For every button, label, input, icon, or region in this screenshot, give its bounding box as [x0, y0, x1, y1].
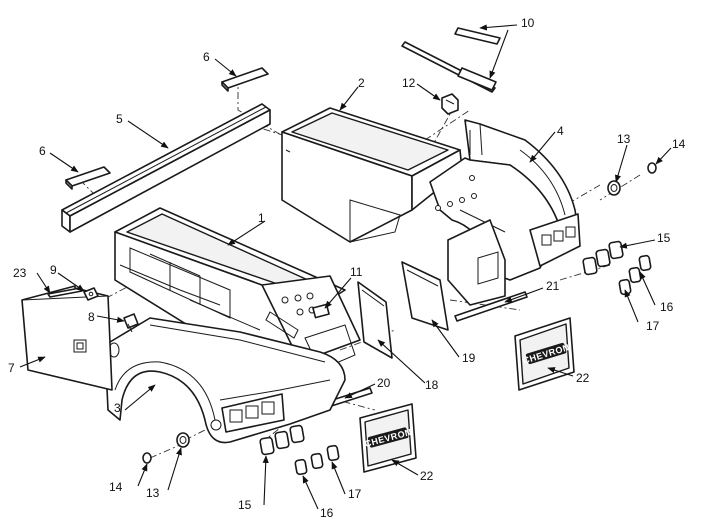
callout-20: 20	[377, 376, 391, 390]
callout-23: 23	[13, 266, 27, 280]
callout-16-left: 16	[320, 506, 334, 520]
callout-6-top: 6	[203, 50, 210, 64]
callout-1: 1	[258, 211, 265, 225]
callout-6-left: 6	[39, 144, 46, 158]
part-14-cap-left	[142, 452, 152, 464]
callout-7: 7	[8, 361, 15, 375]
callout-4: 4	[557, 124, 564, 138]
part-10-bars	[401, 27, 501, 93]
callout-13-left: 13	[146, 486, 160, 500]
callout-5: 5	[116, 112, 123, 126]
part-9-hinge	[83, 287, 99, 301]
callout-14-left: 14	[109, 480, 123, 494]
part-2-storage-box	[281, 107, 463, 243]
callout-22-left: 22	[420, 469, 434, 483]
callout-14-right: 14	[672, 137, 686, 151]
part-5-rail	[61, 103, 271, 233]
part-6-plate-top	[221, 67, 269, 92]
part-19-panel	[401, 261, 449, 331]
part-6-plate-left	[65, 166, 111, 190]
lens-set-left	[259, 424, 340, 476]
callout-9: 9	[50, 263, 57, 277]
callout-labels: 1 2 3 4 5 6 6 7 8 9 10 11 12 13 14 14 13…	[8, 16, 686, 520]
callout-10: 10	[521, 16, 535, 30]
part-4-right-fender	[429, 119, 581, 306]
callout-11: 11	[350, 265, 363, 279]
part-18-panel	[357, 281, 393, 359]
part-14-cap-right	[647, 162, 657, 174]
lens-set-right	[582, 240, 652, 296]
callout-12: 12	[402, 76, 416, 90]
callout-19: 19	[462, 351, 476, 365]
part-12-bracket	[441, 93, 459, 115]
part-22-mudflap-right: CHEVRON	[514, 317, 575, 391]
callout-8: 8	[88, 310, 95, 324]
part-22-mudflap-left: CHEVRON	[359, 403, 417, 473]
callout-22-right: 22	[576, 371, 590, 385]
part-7-door-panel	[21, 285, 113, 391]
part-3-front-fender	[104, 317, 346, 444]
part-13-grommet-left	[176, 432, 190, 448]
part-8-pin	[123, 313, 139, 333]
callout-16-right: 16	[660, 300, 674, 314]
part-1-body-frame	[114, 207, 361, 371]
callout-18: 18	[425, 378, 439, 392]
callout-21: 21	[546, 279, 560, 293]
callout-3: 3	[114, 401, 121, 415]
callout-17-right: 17	[646, 319, 660, 333]
callout-15-right: 15	[657, 231, 671, 245]
callout-13-right: 13	[617, 132, 631, 146]
part-13-grommet-right	[607, 180, 621, 196]
leader-lines	[19, 24, 672, 510]
callout-17-left: 17	[348, 487, 362, 501]
callout-2: 2	[358, 76, 365, 90]
callout-15-left: 15	[238, 498, 252, 512]
